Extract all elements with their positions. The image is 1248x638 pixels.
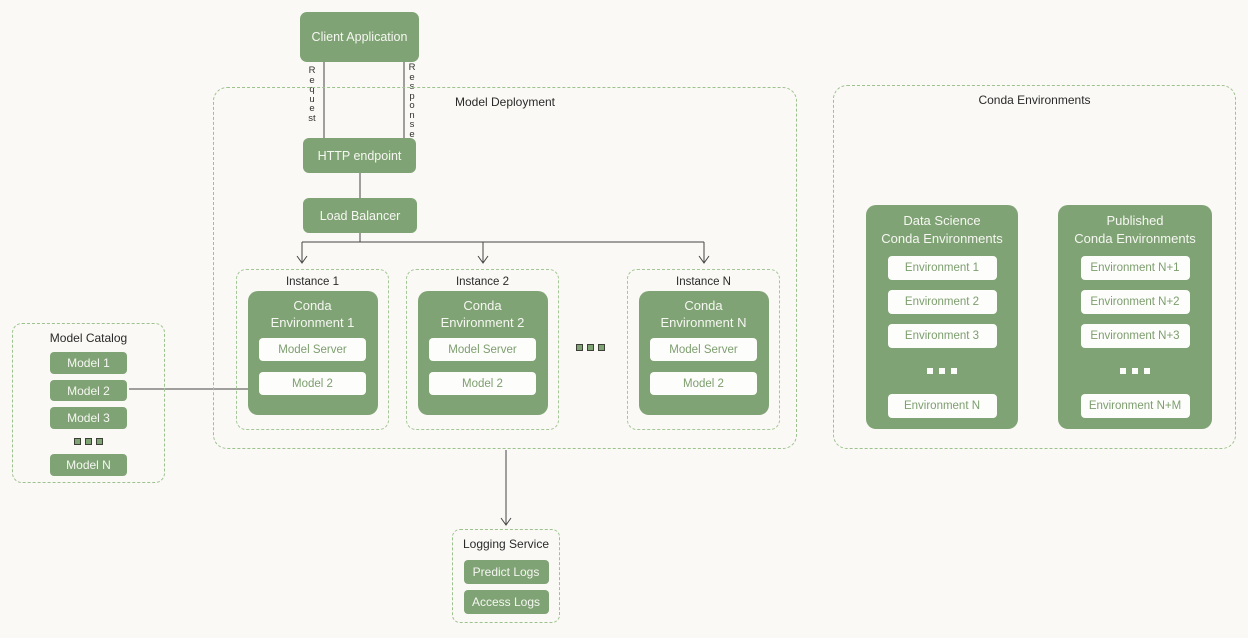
conda-environment-title: Conda Environment 1: [271, 297, 355, 331]
model-chip: Model 3: [50, 407, 127, 430]
conda-environment-card: Conda Environment 2 Model Server Model 2: [417, 291, 548, 415]
model-deployment-title: Model Deployment: [454, 95, 556, 109]
model-catalog-title: Model Catalog: [49, 331, 128, 345]
arrowhead-instance-1: [296, 255, 308, 264]
envs-ellipsis-icon: [927, 358, 957, 384]
response-edge-label: Response: [408, 62, 416, 140]
arrowhead-logging: [500, 517, 512, 526]
conda-environments-container: Conda Environments: [833, 85, 1236, 449]
group-title-line: Conda Environments: [881, 231, 1003, 246]
instance-1-box: Instance 1 Conda Environment 1 Model Ser…: [236, 269, 389, 430]
client-application-node: Client Application: [300, 12, 419, 62]
environment-chip: Environment 3: [887, 324, 997, 348]
logging-service-box: Logging Service Predict Logs Access Logs: [452, 529, 560, 623]
model-catalog-box: Model Catalog Model 1 Model 2 Model 3 Mo…: [12, 323, 165, 483]
instance-n-box: Instance N Conda Environment N Model Ser…: [627, 269, 780, 430]
conda-environments-title: Conda Environments: [978, 93, 1091, 107]
conda-environment-title: Conda Environment 2: [441, 297, 525, 331]
env-title-line: Environment N: [660, 315, 747, 330]
environment-chip: Environment 2: [887, 290, 997, 314]
model-deployment-container: Model Deployment: [213, 87, 797, 449]
environment-chip: Environment 1: [887, 256, 997, 280]
request-edge-label: Request: [308, 65, 316, 124]
env-title-line: Conda: [463, 298, 502, 313]
environment-chip: Environment N+2: [1080, 290, 1190, 314]
env-title-line: Conda: [293, 298, 332, 313]
access-logs-chip: Access Logs: [463, 590, 549, 614]
model-chip: Model 1: [50, 352, 127, 374]
conda-environment-card: Conda Environment 1 Model Server Model 2: [247, 291, 378, 415]
arrowhead-instance-n: [698, 255, 710, 264]
model-chip: Model N: [50, 454, 127, 476]
model-chip: Model 2: [259, 372, 366, 395]
http-endpoint-node: HTTP endpoint: [303, 138, 416, 173]
instance-title: Instance N: [676, 276, 731, 288]
env-title-line: Conda: [684, 298, 723, 313]
model-chip: Model 2: [50, 379, 127, 402]
instances-ellipsis-icon: [576, 344, 605, 351]
published-envs-card: Published Conda Environments Environment…: [1058, 205, 1212, 429]
environment-chip: Environment N+3: [1080, 324, 1190, 348]
instance-title: Instance 2: [455, 276, 510, 288]
arrowhead-instance-2: [477, 255, 489, 264]
instance-2-box: Instance 2 Conda Environment 2 Model Ser…: [406, 269, 559, 430]
model-server-chip: Model Server: [650, 338, 757, 361]
logging-service-title: Logging Service: [462, 537, 550, 551]
load-balancer-node: Load Balancer: [303, 198, 417, 233]
envs-ellipsis-icon: [1120, 358, 1150, 384]
conda-environment-card: Conda Environment N Model Server Model 2: [638, 291, 769, 415]
model-chip: Model 2: [650, 372, 757, 395]
model-chip: Model 2: [429, 372, 536, 395]
environment-chip: Environment N+1: [1080, 256, 1190, 280]
model-server-chip: Model Server: [429, 338, 536, 361]
environment-chip: Environment N+M: [1080, 394, 1190, 418]
catalog-ellipsis-icon: [74, 435, 103, 448]
instance-title: Instance 1: [285, 276, 340, 288]
env-title-line: Environment 2: [440, 315, 525, 330]
group-title-line: Conda Environments: [1074, 231, 1196, 246]
env-title-line: Environment 1: [270, 315, 355, 330]
conda-environment-title: Conda Environment N: [661, 297, 747, 331]
env-group-title: Data Science Conda Environments: [881, 212, 1002, 248]
env-group-title: Published Conda Environments: [1074, 212, 1195, 248]
group-title-line: Published: [1106, 213, 1164, 228]
group-title-line: Data Science: [903, 213, 981, 228]
predict-logs-chip: Predict Logs: [463, 560, 549, 584]
environment-chip: Environment N: [887, 394, 997, 418]
model-server-chip: Model Server: [259, 338, 366, 361]
data-science-envs-card: Data Science Conda Environments Environm…: [866, 205, 1018, 429]
